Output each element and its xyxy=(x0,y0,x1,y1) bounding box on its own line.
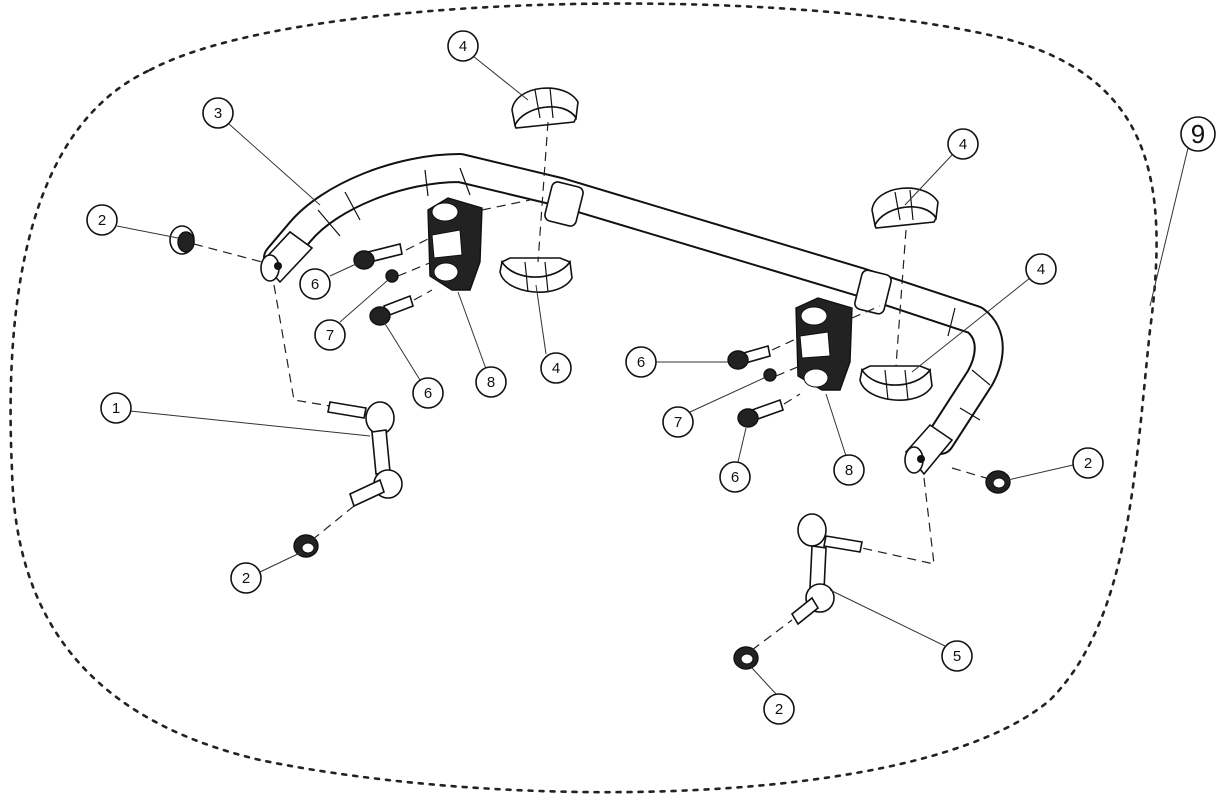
callout-6-label: 6 xyxy=(424,385,432,402)
callout-7-left: 7 xyxy=(314,319,346,351)
leader-lines xyxy=(116,55,1189,695)
callout-6-label: 6 xyxy=(311,276,319,293)
callout-7-right: 7 xyxy=(662,406,694,438)
clamp-bracket-left xyxy=(427,197,483,291)
callout-6-lower-left: 6 xyxy=(412,377,444,409)
bolt-upper-left xyxy=(353,243,403,270)
callout-6-upper-right: 6 xyxy=(625,346,657,378)
callout-6-lower-right: 6 xyxy=(719,461,751,493)
bushing-top-right xyxy=(871,187,939,229)
callout-1-label: 1 xyxy=(112,400,120,417)
bushing-top-left xyxy=(511,87,579,129)
end-link-right xyxy=(790,513,863,626)
callout-9: 9 xyxy=(1180,116,1216,152)
callout-2-label: 2 xyxy=(775,701,783,718)
assembly-lines xyxy=(193,121,987,651)
stabilizer-bar xyxy=(260,153,1004,476)
callout-4-top-left: 4 xyxy=(447,30,479,62)
bushing-bottom-right xyxy=(859,365,933,401)
callout-3: 3 xyxy=(202,97,234,129)
callout-3-label: 3 xyxy=(214,105,222,122)
callout-4-top-right: 4 xyxy=(947,128,979,160)
bolt-upper-right xyxy=(727,344,771,370)
callout-6-label: 6 xyxy=(637,354,645,371)
flange-nut-upper-left xyxy=(169,225,195,255)
callout-8-label: 8 xyxy=(845,462,853,479)
callout-2-lower-left: 2 xyxy=(230,562,262,594)
callout-1: 1 xyxy=(100,392,132,424)
flange-nut-lower-left xyxy=(293,534,319,558)
callout-9-label: 9 xyxy=(1191,119,1205,149)
bolt-lower-left xyxy=(369,294,414,326)
callout-4-bottom-left: 4 xyxy=(540,352,572,384)
callout-6-label: 6 xyxy=(731,469,739,486)
callout-5-label: 5 xyxy=(953,648,961,665)
nut-small-right xyxy=(763,368,777,382)
callout-8-left: 8 xyxy=(475,366,507,398)
callout-8-right: 8 xyxy=(833,454,865,486)
flange-nut-lower-right xyxy=(733,646,759,670)
callout-2-label: 2 xyxy=(1084,455,1092,472)
assembly-boundary xyxy=(9,2,1158,794)
bushing-bottom-left xyxy=(499,257,573,293)
callout-7-label: 7 xyxy=(674,414,682,431)
end-link-left xyxy=(327,401,403,508)
callout-2-label: 2 xyxy=(242,570,250,587)
bolt-lower-right xyxy=(737,398,784,428)
callout-2-right: 2 xyxy=(1072,447,1104,479)
callout-2-label: 2 xyxy=(98,212,106,229)
callout-7-label: 7 xyxy=(326,327,334,344)
clamp-bracket-right xyxy=(795,297,853,391)
callout-5: 5 xyxy=(941,640,973,672)
callout-2-lower-right: 2 xyxy=(763,693,795,725)
callout-8-label: 8 xyxy=(487,374,495,391)
callout-6-upper-left: 6 xyxy=(299,268,331,300)
flange-nut-right xyxy=(985,470,1011,494)
callout-4-label: 4 xyxy=(459,38,467,55)
callout-4-label: 4 xyxy=(959,136,967,153)
callout-2-upper-left: 2 xyxy=(86,204,118,236)
callout-4-bottom-right: 4 xyxy=(1025,253,1057,285)
callout-4-label: 4 xyxy=(1037,261,1045,278)
callout-4-label: 4 xyxy=(552,360,560,377)
